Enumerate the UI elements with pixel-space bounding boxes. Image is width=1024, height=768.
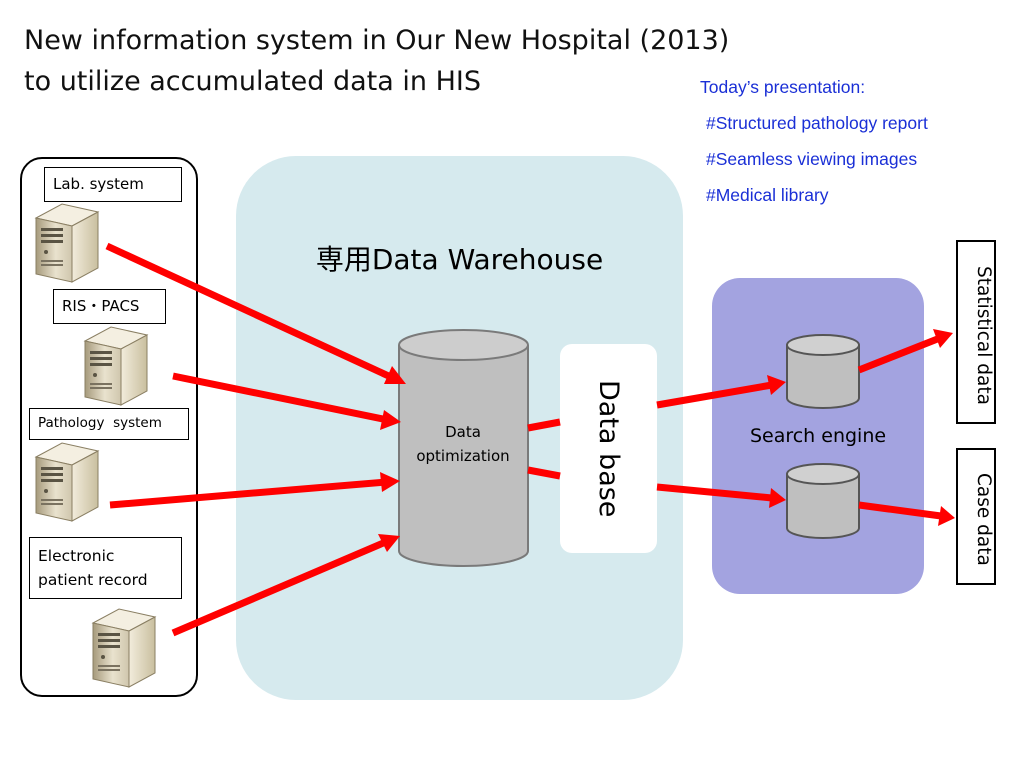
arrow-search-to-statistical (857, 334, 942, 374)
ris-pacs-label: RIS・PACS (53, 289, 166, 324)
title-line-1: New information system in Our New Hospit… (24, 25, 730, 56)
epr-server-icon (92, 608, 156, 688)
agenda-item-seamless-viewing: #Seamless viewing images (706, 149, 918, 169)
arrowhead-epr (378, 534, 400, 552)
epr-label-line-1: Electronic (38, 547, 115, 565)
title-line-2: to utilize accumulated data in HIS (24, 66, 481, 97)
pathology-server-icon (35, 442, 99, 522)
source-systems-panel (20, 157, 198, 697)
arrowhead-statistical (933, 329, 953, 348)
arrow-db-to-search-upper (656, 381, 773, 409)
ris-pacs-server-icon (84, 326, 148, 406)
arrow-db-to-search-lower (656, 483, 773, 502)
search-engine-label: Search engine (749, 425, 887, 447)
case-data-box: Case data (956, 448, 996, 585)
arrow-epr-to-warehouse (171, 537, 390, 637)
data-optimization-line-1: Data (445, 423, 481, 441)
lab-system-label: Lab. system (44, 167, 182, 202)
agenda-heading: Today’s presentation: (700, 77, 866, 97)
slide-title: New information system in Our New Hospit… (24, 20, 729, 102)
arrow-pathology-to-warehouse (109, 478, 387, 509)
search-cylinder-upper (786, 334, 860, 409)
arrow-ris-to-warehouse (172, 372, 389, 424)
flow-arrows (105, 242, 955, 637)
statistical-data-box: Statistical data (956, 240, 996, 424)
data-warehouse-title: 専用Data Warehouse (315, 243, 604, 276)
arrowhead-search-lower (769, 488, 786, 508)
arrowhead-ris (380, 410, 401, 430)
database-box (560, 344, 657, 553)
connector-cylinder-db-lower (527, 466, 561, 480)
pathology-system-label: Pathology system (29, 408, 189, 440)
data-optimization-label: Data optimization (398, 420, 528, 468)
arrowhead-case (938, 506, 955, 526)
connector-cylinder-db-upper (527, 418, 561, 432)
agenda-item-medical-library: #Medical library (706, 185, 829, 205)
arrowhead-search-upper (767, 375, 786, 395)
arrow-search-to-case (858, 501, 942, 520)
lab-server-icon (35, 203, 99, 283)
epr-label-line-2: patient record (38, 571, 148, 589)
data-optimization-line-2: optimization (416, 447, 510, 465)
arrow-lab-to-warehouse (105, 242, 395, 382)
agenda-item-structured-pathology: #Structured pathology report (706, 113, 928, 133)
search-cylinder-lower (786, 463, 860, 539)
search-engine-panel (712, 278, 924, 594)
data-optimization-cylinder (398, 329, 529, 567)
arrowhead-pathology (380, 472, 400, 492)
arrowhead-lab (384, 366, 406, 384)
database-label: Data base (593, 379, 624, 518)
electronic-patient-record-label: Electronic patient record (29, 537, 182, 599)
